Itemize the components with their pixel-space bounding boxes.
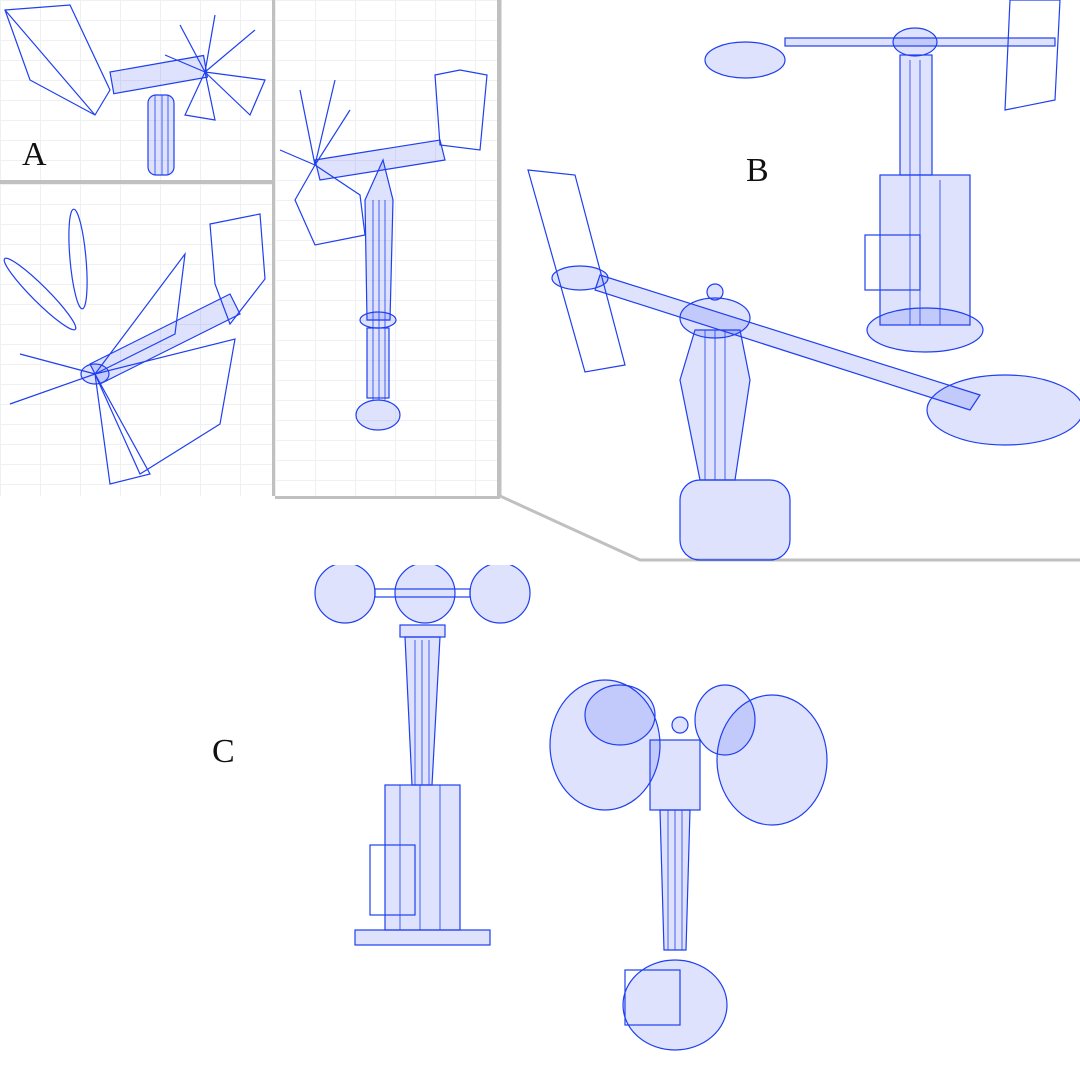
panel-a-view-3 (275, 0, 500, 499)
perspective-grid (275, 0, 497, 496)
panel-label-b: B (746, 152, 769, 189)
wind-vane-wireframe (500, 0, 1080, 562)
propeller-vane-wireframe (279, 69, 488, 431)
propeller-vane-wireframe (4, 4, 266, 176)
panel-label-a: A (22, 136, 47, 173)
panel-a-view-1: A (0, 0, 275, 184)
perspective-grid (0, 184, 272, 496)
propeller-vane-wireframe (3, 208, 266, 485)
cup-anemometer-wireframe (314, 565, 828, 1051)
panel-a-view-2 (0, 184, 275, 496)
panel-c: C (0, 565, 1080, 1080)
panel-b: B (500, 0, 1080, 562)
panel-label-c: C (212, 733, 235, 770)
